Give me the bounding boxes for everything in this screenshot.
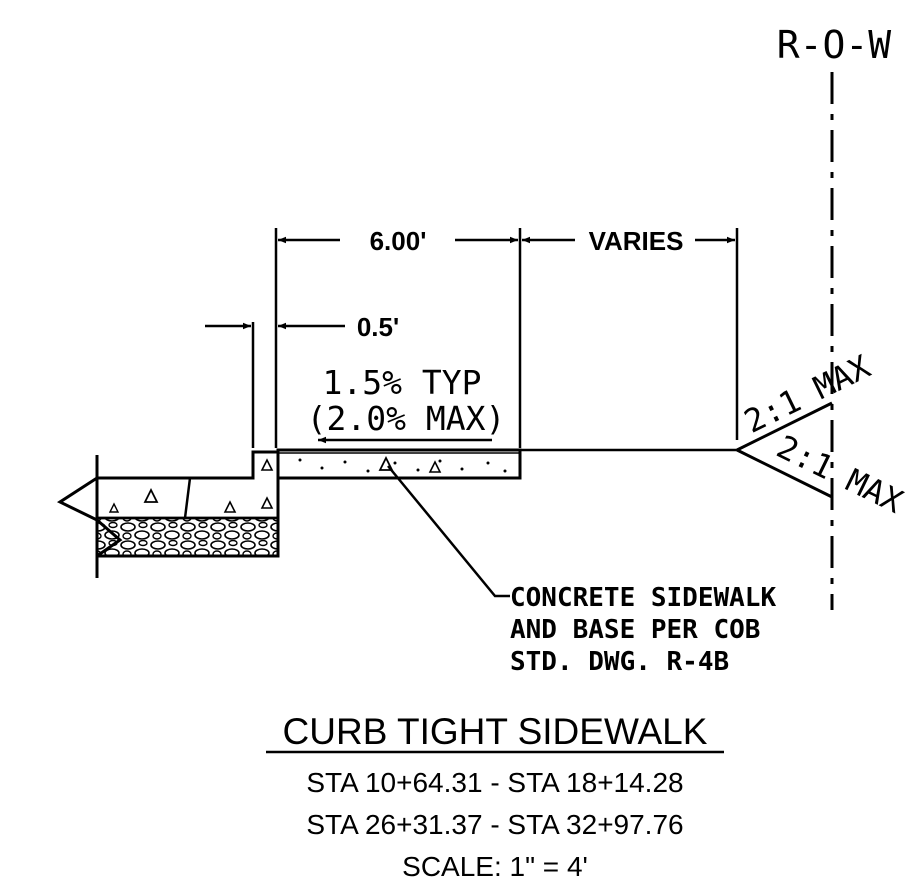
curb-offset-label: 0.5' [357, 312, 399, 342]
callout-line-2: AND BASE PER COB [510, 615, 760, 645]
varies-label: VARIES [589, 226, 684, 256]
scale-label: SCALE: 1" = 4' [402, 851, 588, 882]
drawing-title: CURB TIGHT SIDEWALK [283, 711, 708, 752]
slope-typical-label: 1.5% TYP [323, 363, 482, 402]
side-slope-lines [736, 401, 833, 499]
callout-leader [387, 465, 510, 598]
extension-lines [251, 228, 739, 448]
curb-and-gutter [56, 450, 280, 578]
side-slope-upper-label: 2:1 MAX [738, 347, 876, 440]
station-range-2: STA 26+31.37 - STA 32+97.76 [306, 809, 683, 840]
concrete-sidewalk [276, 448, 522, 480]
station-range-1: STA 10+64.31 - STA 18+14.28 [306, 767, 683, 798]
callout-line-1: CONCRETE SIDEWALK [510, 583, 776, 613]
side-slope-lower-label: 2:1 MAX [771, 427, 909, 520]
sidewalk-width-label: 6.00' [370, 226, 427, 256]
slope-max-label: (2.0% MAX) [307, 399, 506, 438]
callout-line-3: STD. DWG. R-4B [510, 647, 729, 677]
row-label: R-O-W [777, 23, 892, 67]
